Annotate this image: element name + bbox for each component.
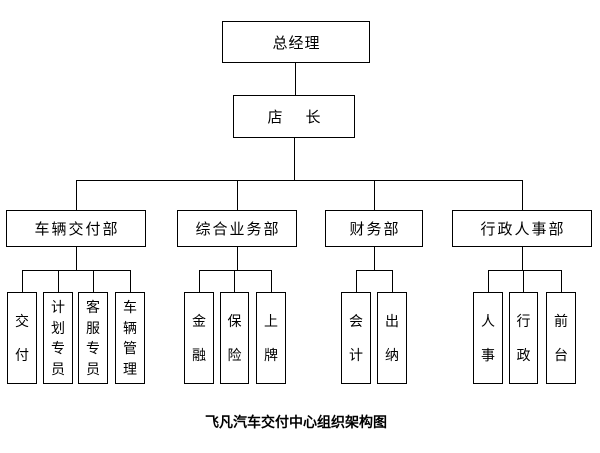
connector-drop-dept-4 <box>522 180 523 210</box>
connector-dept2-rail <box>199 270 272 271</box>
org-node-dept-admin-hr: 行政人事部 <box>452 210 592 247</box>
org-node-label: 保险 <box>227 312 242 364</box>
connector-dept1-stem <box>76 247 77 271</box>
org-node-insurance: 保险 <box>220 292 249 384</box>
org-node-label: 人事 <box>481 312 495 364</box>
connector-root-to-manager <box>295 63 296 95</box>
org-node-dept-vehicle-delivery: 车辆交付部 <box>6 210 146 247</box>
org-node-hr: 人事 <box>473 292 503 384</box>
org-node-delivery: 交付 <box>7 292 37 384</box>
connector-dept3-stem <box>374 247 375 271</box>
org-node-financing: 金融 <box>184 292 214 384</box>
connector-dept1-rail <box>22 270 131 271</box>
org-node-dept-finance: 财务部 <box>325 210 423 247</box>
org-node-administration: 行政 <box>509 292 538 384</box>
org-node-label: 前台 <box>554 312 568 364</box>
org-node-cashier: 出纳 <box>377 292 407 384</box>
org-node-label: 行政人事部 <box>480 221 566 238</box>
org-node-label: 综合业务部 <box>195 221 281 238</box>
connector-dept3-child-2 <box>392 270 393 292</box>
connector-manager-to-departments <box>294 138 295 181</box>
org-node-front-desk: 前台 <box>546 292 576 384</box>
org-node-label: 车辆交付部 <box>34 221 120 238</box>
org-node-label: 上牌 <box>264 312 278 364</box>
connector-dept2-child-3 <box>271 270 272 292</box>
org-node-planning-specialist: 计划专员 <box>43 292 73 384</box>
org-node-label: 客服专员 <box>86 298 100 378</box>
connector-dept4-rail <box>488 270 562 271</box>
org-node-label: 财务部 <box>349 221 401 238</box>
org-node-general-manager: 总经理 <box>222 21 370 63</box>
connector-dept1-child-4 <box>130 270 131 292</box>
org-node-label: 计划专员 <box>51 298 65 378</box>
org-node-label: 行政 <box>516 312 531 364</box>
org-node-label: 出纳 <box>385 312 399 364</box>
connector-department-rail <box>76 180 523 181</box>
org-node-label: 交付 <box>15 312 29 364</box>
org-node-license-plate: 上牌 <box>256 292 286 384</box>
org-node-dept-general-business: 综合业务部 <box>177 210 297 247</box>
org-node-label: 总经理 <box>272 34 321 52</box>
connector-dept1-child-3 <box>93 270 94 292</box>
org-node-vehicle-management: 车辆管理 <box>115 292 145 384</box>
org-node-label: 店 长 <box>267 109 325 126</box>
org-node-label: 金融 <box>192 312 206 364</box>
org-node-label: 会计 <box>349 312 363 364</box>
connector-dept1-child-1 <box>22 270 23 292</box>
connector-dept1-child-2 <box>58 270 59 292</box>
org-node-accounting: 会计 <box>341 292 371 384</box>
connector-dept3-child-1 <box>356 270 357 292</box>
connector-dept2-child-1 <box>199 270 200 292</box>
connector-dept4-child-2 <box>523 270 524 292</box>
org-node-store-manager: 店 长 <box>233 95 355 138</box>
chart-caption: 飞凡汽车交付中心组织架构图 <box>205 414 387 430</box>
connector-dept3-rail <box>356 270 393 271</box>
connector-drop-dept-3 <box>374 180 375 210</box>
connector-dept4-child-3 <box>561 270 562 292</box>
org-node-label: 车辆管理 <box>123 298 137 378</box>
org-node-customer-service-specialist: 客服专员 <box>78 292 108 384</box>
connector-drop-dept-1 <box>76 180 77 210</box>
connector-dept2-stem <box>237 247 238 271</box>
connector-dept2-child-2 <box>234 270 235 292</box>
connector-dept4-child-1 <box>488 270 489 292</box>
connector-dept4-stem <box>522 247 523 271</box>
connector-drop-dept-2 <box>237 180 238 210</box>
